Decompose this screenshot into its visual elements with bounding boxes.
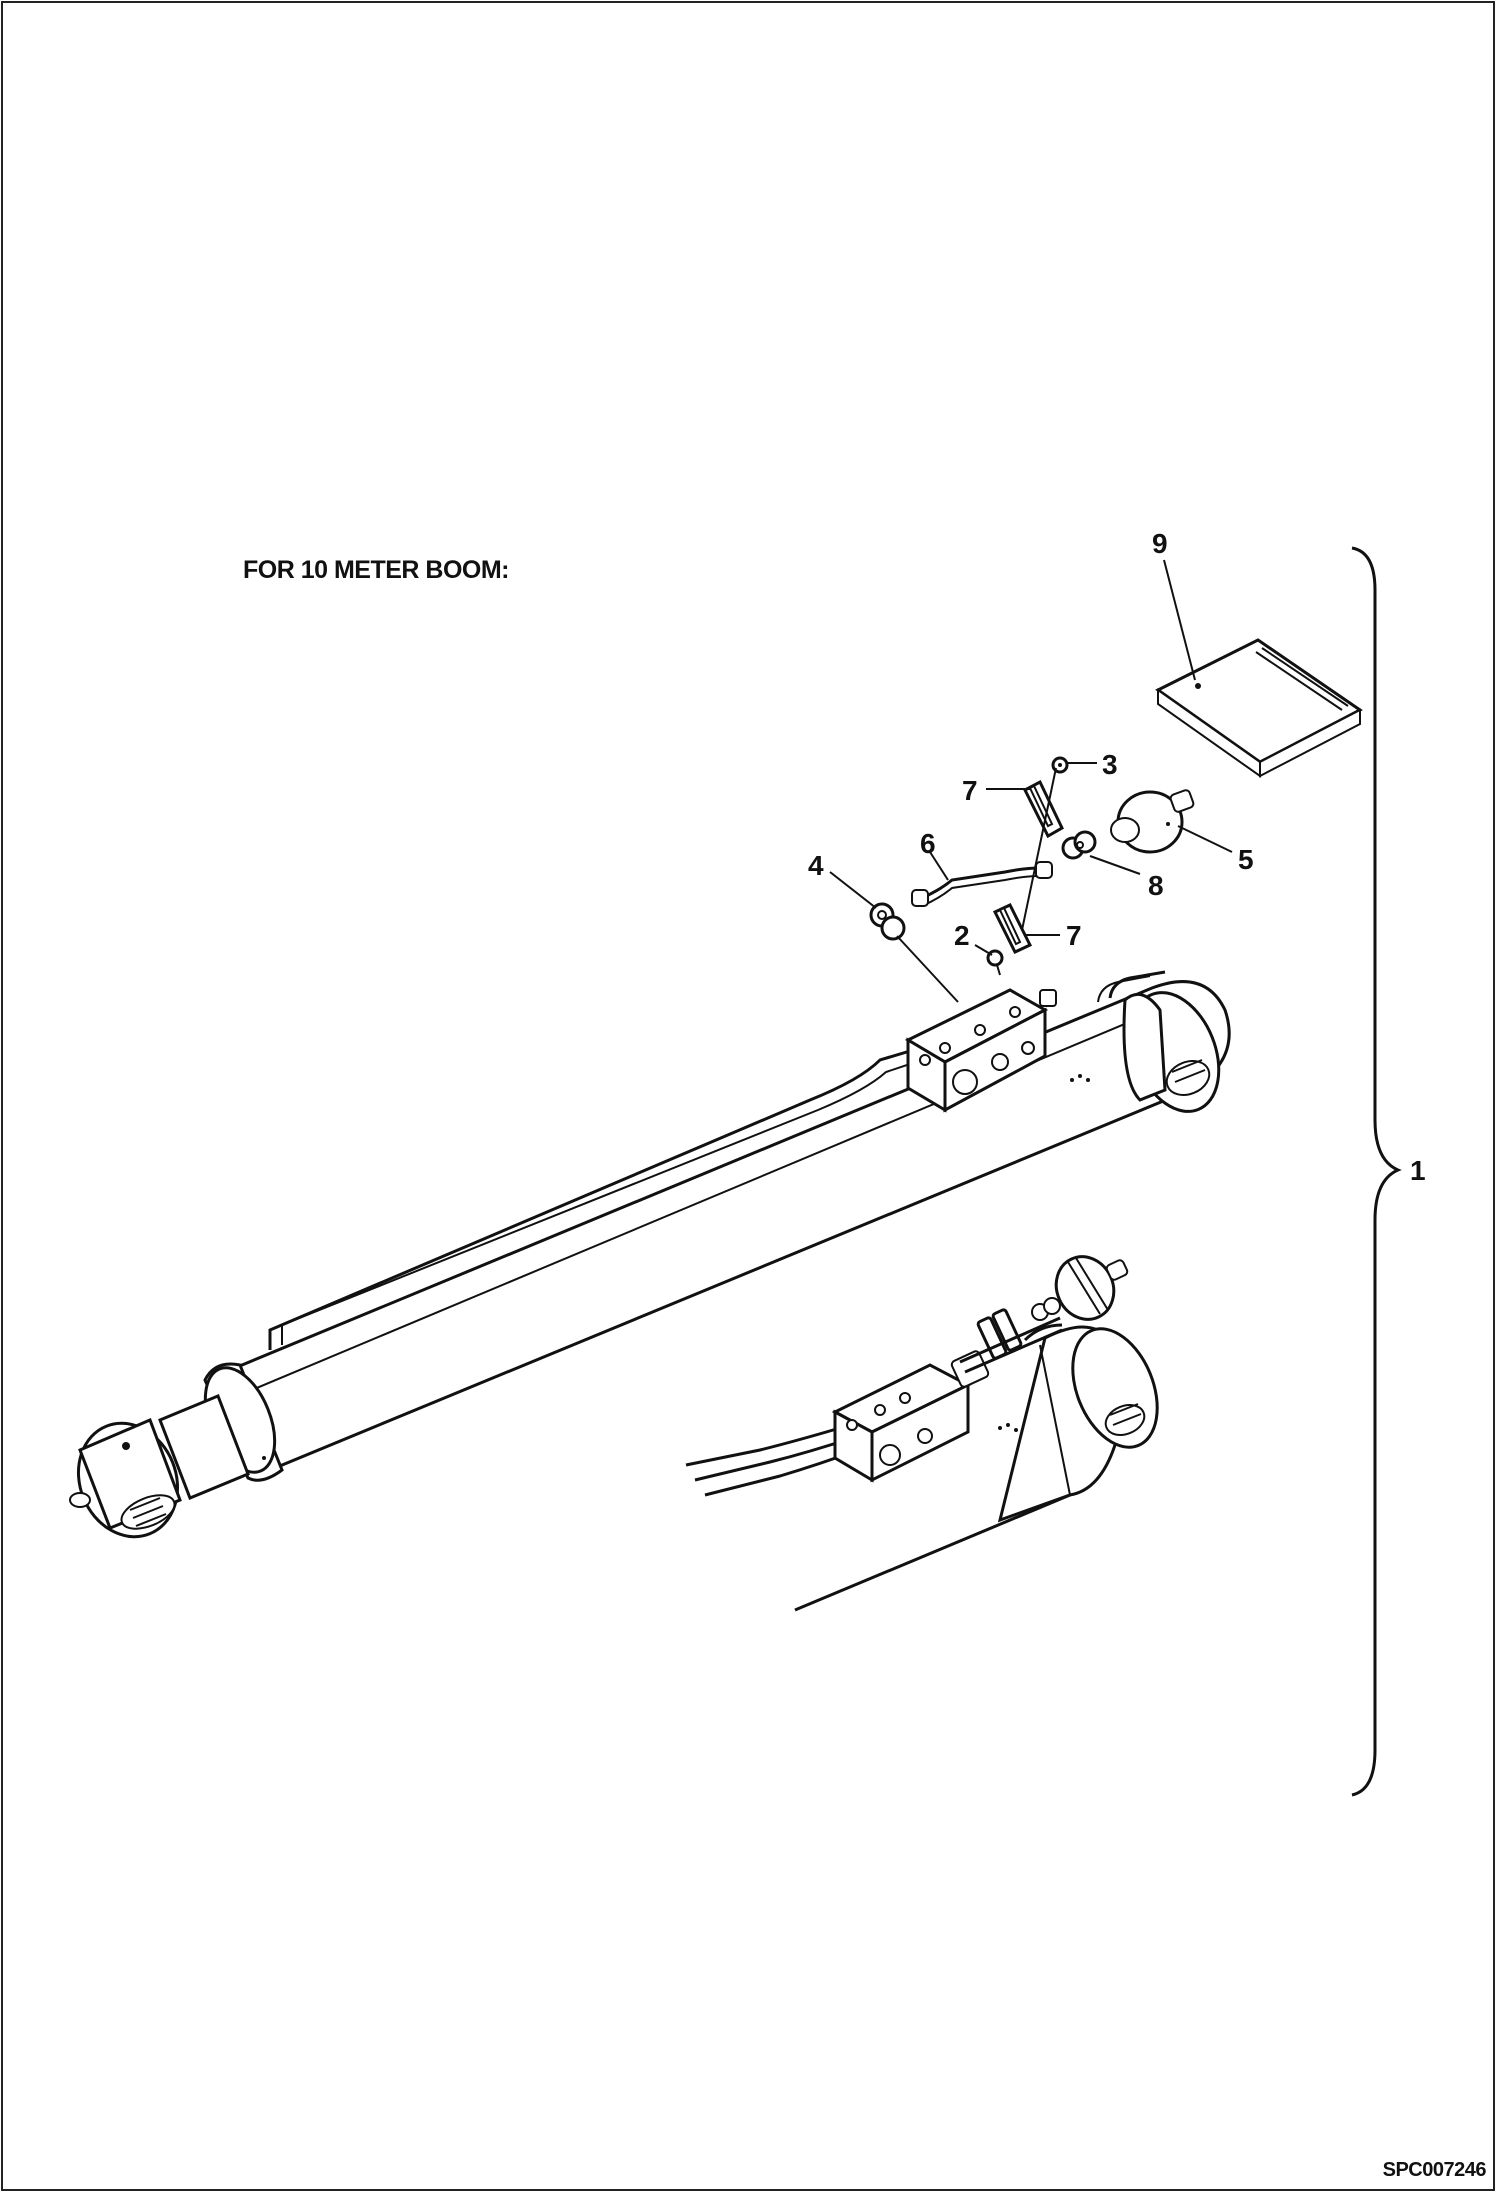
- callout-7-lower: 7: [1066, 920, 1082, 951]
- diagram-caption: FOR 10 METER BOOM:: [243, 556, 510, 584]
- clamp-lower: [992, 903, 1033, 954]
- adapter-fitting: [1061, 830, 1097, 860]
- callout-7-upper: 7: [962, 775, 978, 806]
- drawing-reference-code: SPC007246: [1382, 2159, 1487, 2181]
- callout-5: 5: [1238, 844, 1254, 875]
- callout-3: 3: [1102, 749, 1118, 780]
- callout-9: 9: [1152, 528, 1168, 559]
- callout-8: 8: [1148, 870, 1164, 901]
- callout-6: 6: [920, 828, 936, 859]
- hydraulic-cylinder: [69, 970, 1231, 1539]
- callout-2: 2: [954, 920, 970, 951]
- callout-4: 4: [808, 850, 824, 881]
- assembly-bracket: [1351, 546, 1402, 1797]
- callout-1: 1: [1410, 1155, 1426, 1186]
- accumulator-part: [1110, 789, 1195, 854]
- hydraulic-tube: [911, 861, 1053, 907]
- decal-pad: [1155, 638, 1363, 778]
- elbow-fitting: [869, 902, 906, 941]
- detail-view: [685, 1255, 1159, 1612]
